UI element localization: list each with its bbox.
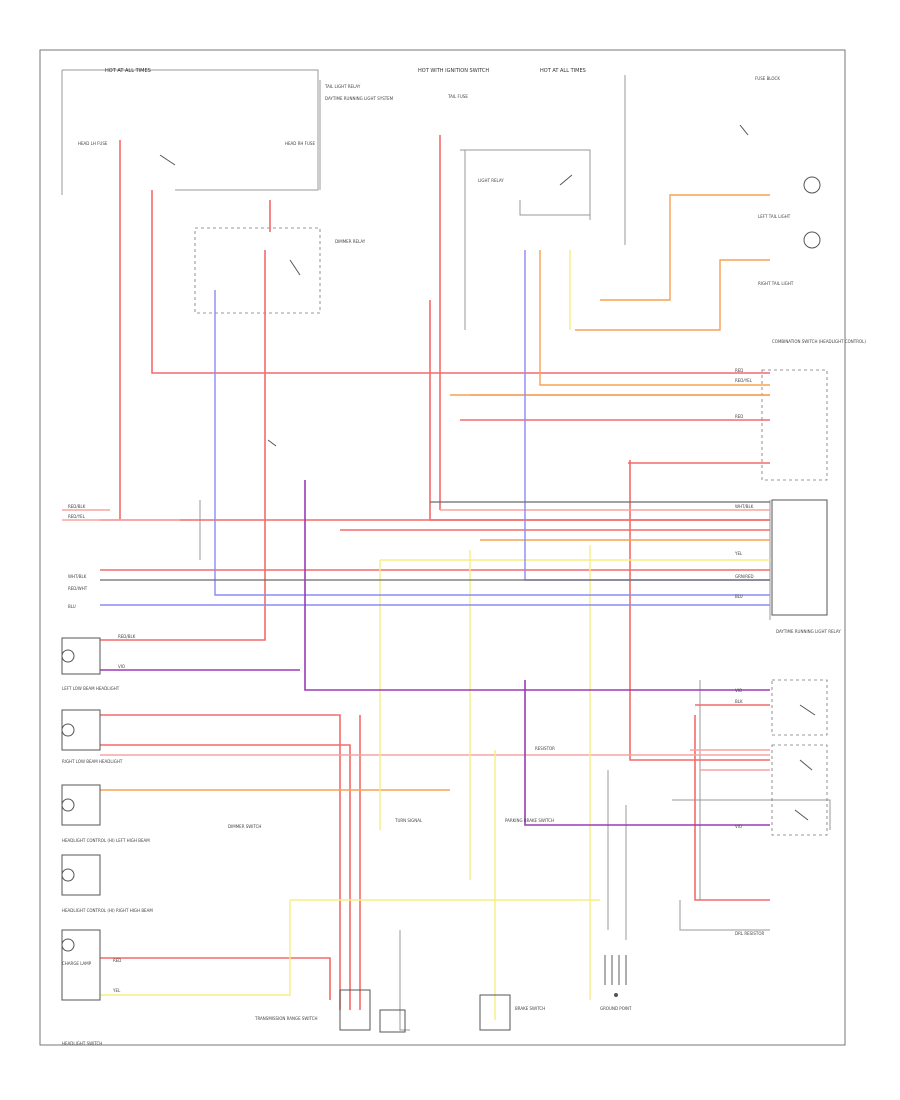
wire-code-right-1: RED <box>735 368 743 373</box>
bulb-tail-left <box>803 176 821 194</box>
label-top-right-fuse: FUSE BLOCK <box>755 76 780 81</box>
label-transmission: TRANSMISSION RANGE SWITCH <box>254 1016 318 1021</box>
bulb-left-low <box>61 637 101 675</box>
connector-bottom-2 <box>379 1009 406 1033</box>
label-right-low-beam: RIGHT LOW BEAM HEADLIGHT <box>62 759 123 764</box>
label-charge-lamp: CHARGE LAMP <box>62 961 92 966</box>
wire-code-low1: RED/BLK <box>118 634 136 639</box>
wire-code-right-8: VIO <box>735 688 742 693</box>
label-ground-point: GROUND POINT <box>600 1006 632 1011</box>
red-wires <box>100 135 770 1010</box>
label-left-fuse: HEAD LH FUSE <box>78 141 108 146</box>
wire-code-left-3: WHT/BLK <box>68 574 87 579</box>
yellow-wires <box>100 250 770 1020</box>
wire-code-right-3: RED <box>735 414 743 419</box>
dark-wires <box>100 501 770 581</box>
label-headlight-switch: HEADLIGHT SWITCH <box>62 1041 102 1046</box>
label-right-fuse: HEAD RH FUSE <box>285 141 315 146</box>
connector-bottom-1 <box>339 989 371 1031</box>
connector-block-right <box>771 499 828 616</box>
switch-contacts <box>159 124 816 821</box>
brake-switch-box <box>479 994 511 1031</box>
wire-code-right-4: WHT/BLK <box>735 504 754 509</box>
bulb-tail-right <box>803 231 821 249</box>
label-brake-relay: BRAKE SWITCH <box>515 1006 545 1011</box>
switch-box-right <box>771 679 828 736</box>
wire-code-right-10: VIO <box>735 824 742 829</box>
bulb-right-low <box>61 709 101 751</box>
wire-code-low2: VIO <box>118 664 125 669</box>
label-left-relay: TAIL LIGHT RELAY <box>324 84 361 89</box>
label-left-tail-light: LEFT TAIL LIGHT <box>758 214 791 219</box>
wire-code-left-2: RED/YEL <box>68 514 86 519</box>
wire-code-left-5: BLU <box>68 604 76 609</box>
label-park-brake: PARKING BRAKE SWITCH <box>505 818 554 823</box>
wire-code-right-5: YEL <box>734 551 743 556</box>
label-left-high-beam: HEADLIGHT CONTROL (HI) LEFT HIGH BEAM <box>62 838 150 843</box>
violet-wires <box>100 480 770 826</box>
bulb-right-high <box>61 854 101 896</box>
label-right-high-beam: HEADLIGHT CONTROL (HI) RIGHT HIGH BEAM <box>62 908 153 913</box>
label-drl-relay-bottom: DRL RESISTOR <box>735 931 765 936</box>
label-drl-relay: DAYTIME RUNNING LIGHT RELAY <box>776 629 841 634</box>
ground-wires <box>61 69 831 1031</box>
label-top-right-source: HOT AT ALL TIMES <box>540 68 586 74</box>
label-resistor: RESISTOR <box>535 746 555 751</box>
label-left-low-beam: LEFT LOW BEAM HEADLIGHT <box>62 686 120 691</box>
wire-code-right-9: BLK <box>735 699 743 704</box>
label-turn-signal: TURN SIGNAL <box>394 818 423 823</box>
label-left-relay-desc: DAYTIME RUNNING LIGHT SYSTEM <box>325 96 394 101</box>
bulb-left-high <box>61 784 101 826</box>
pink-wires <box>62 394 770 771</box>
diagram-frame <box>39 49 846 1046</box>
label-dimmer-switch: DIMMER SWITCH <box>228 824 261 829</box>
wire-code-left-1: RED/BLK <box>68 504 86 509</box>
wire-code-bottom: RED <box>113 958 121 963</box>
label-combination-switch: COMBINATION SWITCH (HEADLIGHT CONTROL) <box>772 339 866 344</box>
label-center-relay: DIMMER RELAY <box>335 239 366 244</box>
label-mid-fuse: TAIL FUSE <box>447 94 468 99</box>
ground-point <box>614 993 618 997</box>
ground-connector-right <box>604 955 627 985</box>
connector-right-top <box>761 369 828 481</box>
switch-box-right-2 <box>771 744 828 836</box>
label-light-relay: LIGHT RELAY <box>478 178 504 183</box>
label-right-tail-light: RIGHT TAIL LIGHT <box>758 281 794 286</box>
wire-code-bottom-2: YEL <box>112 988 121 993</box>
wire-code-right-7: BLU <box>735 594 743 599</box>
relay-box-left <box>194 227 321 314</box>
label-top-mid-source: HOT WITH IGNITION SWITCH <box>418 68 489 74</box>
wire-code-right-2: RED/YEL <box>735 378 753 383</box>
orange-wires <box>100 194 770 791</box>
bulb-bottom <box>61 929 101 1001</box>
label-top-left-source: HOT AT ALL TIMES <box>105 68 151 74</box>
wire-code-right-6: GRN/RED <box>735 574 754 579</box>
wire-code-left-4: RED/WHT <box>68 586 88 591</box>
